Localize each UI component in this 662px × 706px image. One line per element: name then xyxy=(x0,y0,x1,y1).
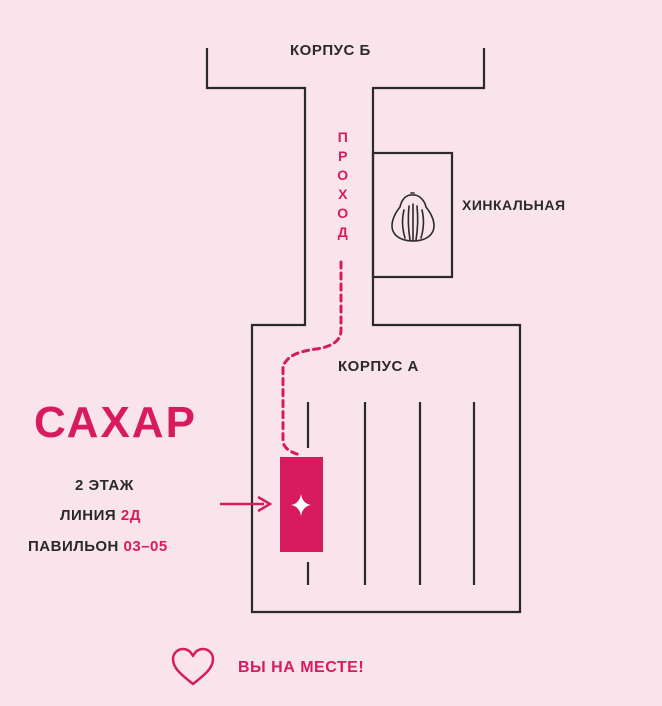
sparkle-icon xyxy=(291,494,311,516)
passage-label: П Р О Х О Д xyxy=(333,128,353,242)
line-value: 2Д xyxy=(120,507,141,524)
you-are-here-label: ВЫ НА МЕСТЕ! xyxy=(238,659,365,676)
passage-letter: Д xyxy=(337,224,349,240)
arrow-right-icon xyxy=(220,495,273,513)
passage-letter: О xyxy=(337,167,349,183)
store-pavilion: ПАВИЛЬОН 03–05 xyxy=(28,538,168,555)
store-name: САХАР xyxy=(34,398,197,447)
building-outline xyxy=(205,48,522,614)
khinkalnaya-label: ХИНКАЛЬНАЯ xyxy=(462,197,566,213)
khinkali-icon xyxy=(391,192,435,242)
khinkalnaya-room xyxy=(371,151,454,279)
walking-path xyxy=(281,260,343,457)
store-line: ЛИНИЯ 2Д xyxy=(60,507,141,524)
korpus-a-label: КОРПУС А xyxy=(338,358,419,375)
passage-letter: П xyxy=(337,129,349,145)
korpus-b-label: КОРПУС Б xyxy=(290,42,371,59)
passage-letter: О xyxy=(337,205,349,221)
aisle-lines xyxy=(306,402,476,585)
pavilion-prefix: ПАВИЛЬОН xyxy=(28,538,119,555)
heart-icon xyxy=(171,647,215,686)
store-floor: 2 ЭТАЖ xyxy=(75,477,134,494)
pavilion-value: 03–05 xyxy=(123,538,168,555)
passage-letter: Р xyxy=(338,148,348,164)
line-prefix: ЛИНИЯ xyxy=(60,507,117,524)
passage-letter: Х xyxy=(338,186,348,202)
